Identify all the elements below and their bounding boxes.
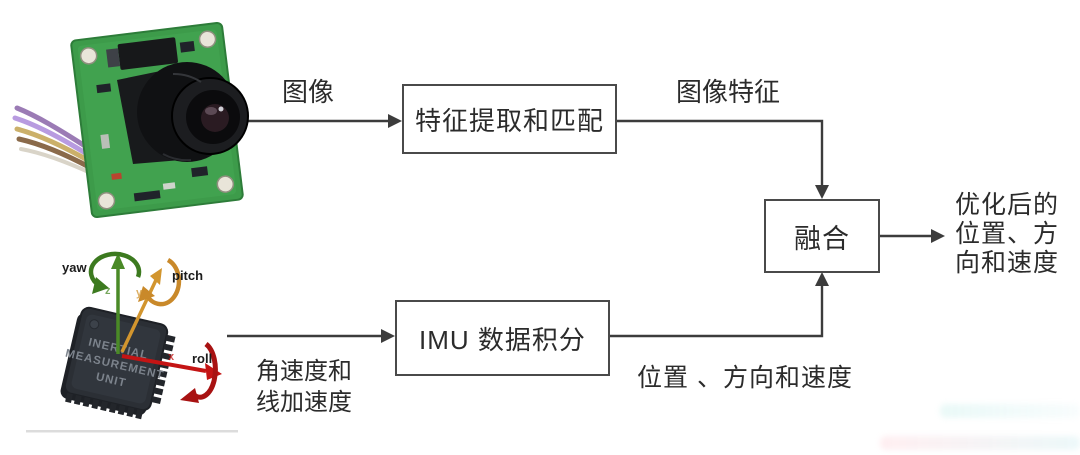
edge-label-angular-velocity: 角速度和 线加速度 (256, 356, 352, 418)
camera-lens (117, 62, 249, 164)
node-feature-extraction-label: 特征提取和匹配 (414, 105, 604, 136)
node-feature-extraction: 特征提取和匹配 (402, 84, 617, 154)
watermark-smudge-top (940, 404, 1080, 418)
edge-feature-to-fusion (617, 119, 824, 187)
imu-chip-photo: INERTIAL MEASUREMENT UNIT z yaw y pitch (26, 251, 238, 433)
arrowhead-into-fusion-top (815, 185, 829, 199)
edge-label-angular-velocity-line2: 线加速度 (256, 389, 352, 416)
node-fusion-label: 融合 (794, 223, 850, 254)
flow-arrowheads (381, 114, 945, 343)
node-imu-integration: IMU 数据积分 (395, 300, 610, 376)
imu-chip-body: INERTIAL MEASUREMENT UNIT (60, 306, 176, 420)
roll-axis: x roll (121, 342, 222, 403)
arrowhead-into-integration (381, 329, 395, 343)
node-imu-integration-label: IMU 数据积分 (419, 324, 586, 355)
edge-label-optimized-line2: 位置、方 (955, 220, 1060, 248)
imu-shadow-line (26, 430, 238, 433)
roll-label: roll (192, 351, 212, 366)
watermark-smudge-bottom (880, 436, 1080, 450)
edge-label-optimized-line1: 优化后的 (955, 191, 1060, 219)
yaw-axis: z yaw (62, 251, 142, 354)
edge-label-pose-velocity: 位置 、方向和速度 (637, 364, 853, 392)
flow-lines (227, 119, 932, 338)
pitch-label: pitch (172, 268, 203, 283)
pitch-axis: y pitch (120, 258, 203, 353)
node-fusion: 融合 (764, 199, 880, 273)
arrowhead-into-fusion-bottom (815, 272, 829, 286)
edge-integration-to-fusion (610, 285, 824, 338)
arrowhead-output (931, 229, 945, 243)
x-axis-letter: x (168, 351, 175, 363)
yaw-label: yaw (62, 260, 87, 275)
y-axis-letter: y (136, 287, 143, 299)
edge-label-optimized-line3: 向和速度 (955, 249, 1060, 277)
edge-label-angular-velocity-line1: 角速度和 (256, 358, 352, 385)
edge-label-image: 图像 (282, 77, 335, 107)
edge-label-image-features: 图像特征 (676, 77, 781, 107)
camera-module-photo (12, 21, 249, 219)
z-axis-letter: z (105, 285, 111, 297)
edge-label-optimized-output: 优化后的 位置、方 向和速度 (955, 191, 1059, 278)
arrowhead-into-feature (388, 114, 402, 128)
